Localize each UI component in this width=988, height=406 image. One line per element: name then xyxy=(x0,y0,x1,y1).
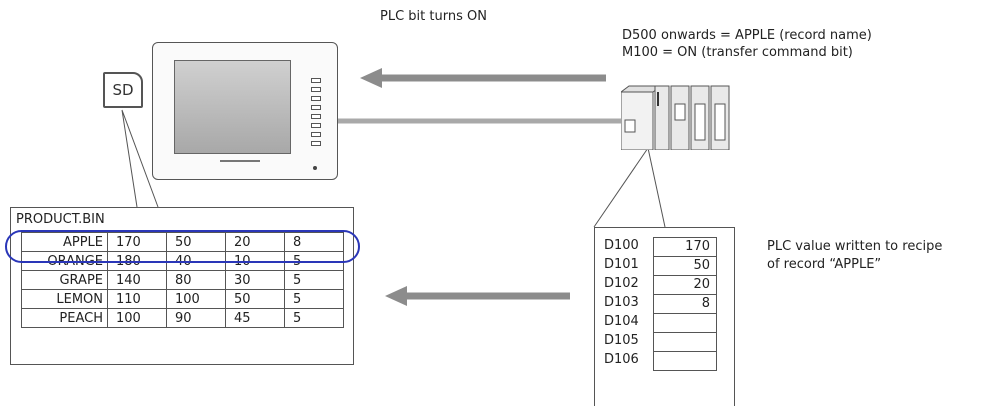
transfer-bit-label: M100 = ON (transfer command bit) xyxy=(622,45,853,60)
register-label: D103 xyxy=(604,295,639,310)
register-value: 170 xyxy=(653,237,717,257)
register-value: 20 xyxy=(653,275,717,295)
register-value: 50 xyxy=(653,256,717,276)
recipe-value-cell: 140 xyxy=(107,270,167,290)
register-label: D106 xyxy=(604,352,639,367)
plc-callout-line xyxy=(593,147,666,228)
top-arrow-head xyxy=(360,68,382,88)
sd-card-icon: SD xyxy=(103,72,143,108)
hmi-screen xyxy=(174,60,291,154)
recipe-file-name: PRODUCT.BIN xyxy=(16,212,105,227)
recipe-value-cell: 100 xyxy=(107,308,167,328)
register-value xyxy=(653,313,717,333)
hmi-logo xyxy=(220,160,260,162)
register-label: D102 xyxy=(604,276,639,291)
plc-unit-icon xyxy=(621,85,730,150)
record-name-cell: LEMON xyxy=(21,289,108,309)
recipe-value-cell: 90 xyxy=(166,308,226,328)
recipe-value-cell: 5 xyxy=(284,289,344,309)
record-name-label: D500 onwards = APPLE (record name) xyxy=(622,28,872,43)
record-name-cell: GRAPE xyxy=(21,270,108,290)
recipe-value-cell: 45 xyxy=(225,308,285,328)
hmi-power-led xyxy=(313,166,317,170)
recipe-value-cell: 100 xyxy=(166,289,226,309)
recipe-value-cell: 5 xyxy=(284,308,344,328)
recipe-value-cell: 30 xyxy=(225,270,285,290)
register-value xyxy=(653,351,717,371)
register-label: D100 xyxy=(604,238,639,253)
register-value xyxy=(653,332,717,352)
bottom-arrow-head xyxy=(385,286,407,306)
apple-row-highlight xyxy=(5,230,360,263)
register-label: D104 xyxy=(604,314,639,329)
register-value: 8 xyxy=(653,294,717,314)
written-label-1: PLC value written to recipe xyxy=(767,239,943,254)
record-name-cell: PEACH xyxy=(21,308,108,328)
hmi-function-keys xyxy=(311,78,321,150)
sd-callout-line xyxy=(121,109,159,208)
recipe-value-cell: 5 xyxy=(284,270,344,290)
register-label: D105 xyxy=(604,333,639,348)
recipe-value-cell: 80 xyxy=(166,270,226,290)
recipe-value-cell: 110 xyxy=(107,289,167,309)
recipe-value-cell: 50 xyxy=(225,289,285,309)
written-label-2: of record “APPLE” xyxy=(767,257,882,272)
bit-on-label: PLC bit turns ON xyxy=(380,9,487,24)
register-label: D101 xyxy=(604,257,639,272)
